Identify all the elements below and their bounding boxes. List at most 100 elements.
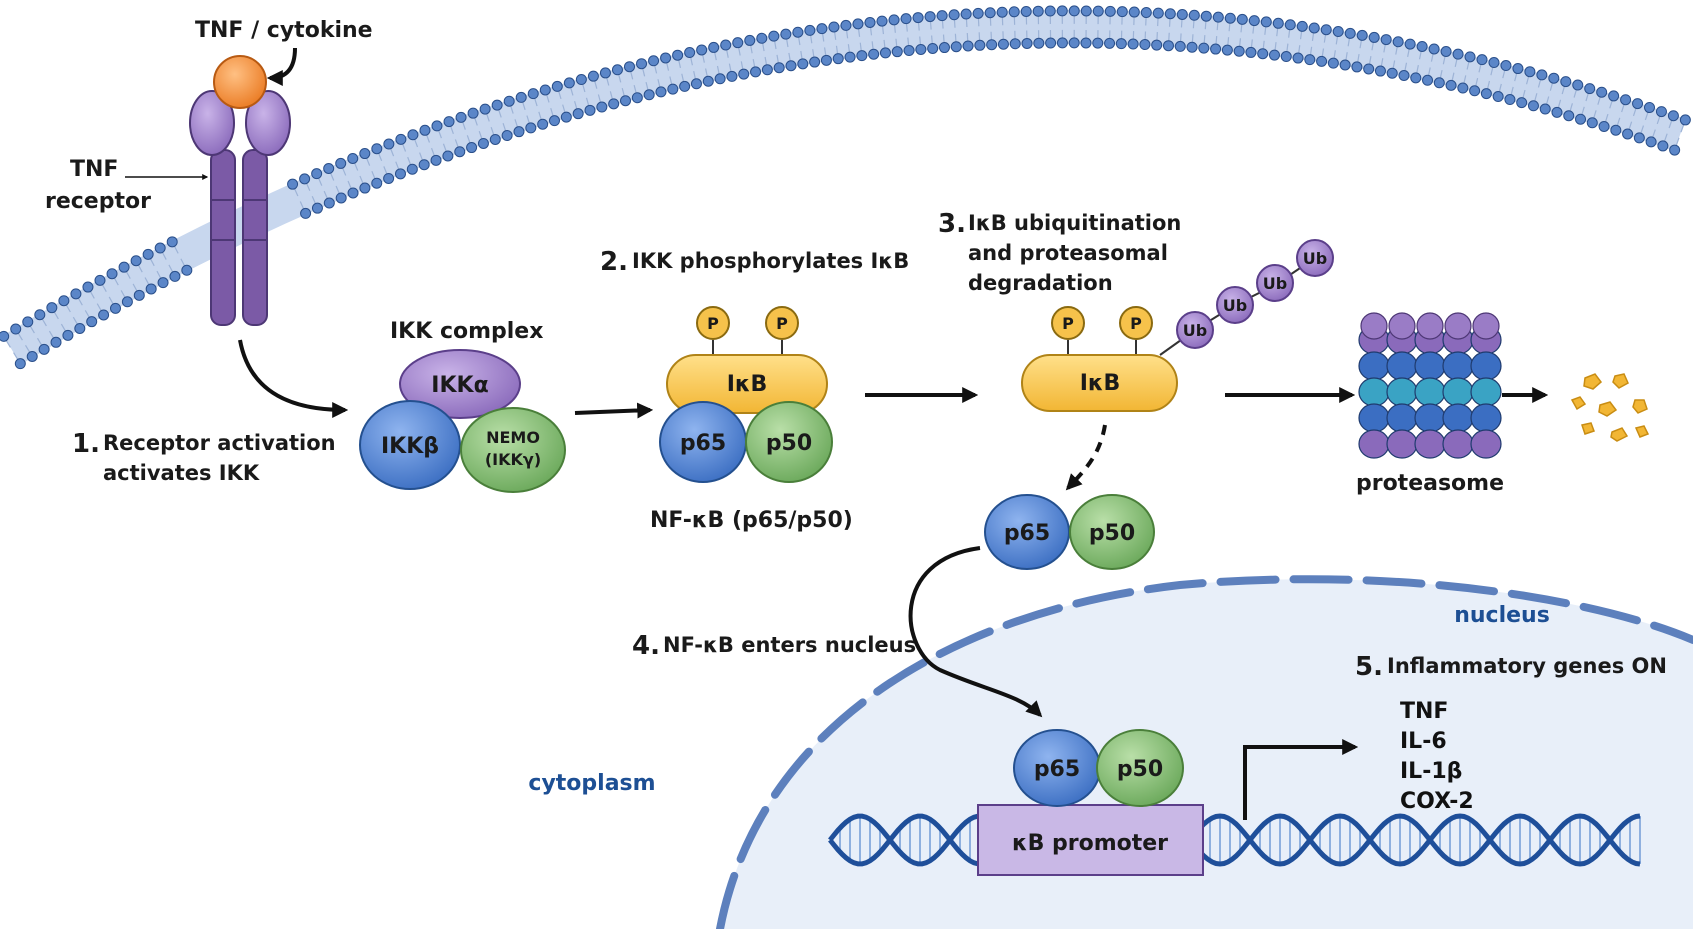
- lipid-head: [611, 64, 623, 76]
- lipid-head: [466, 142, 478, 154]
- lipid-head: [1416, 40, 1428, 52]
- lipid-head: [876, 15, 888, 27]
- lipid-head: [1480, 88, 1492, 100]
- svg-text:p65: p65: [1004, 521, 1050, 546]
- svg-text:p50: p50: [1117, 757, 1163, 782]
- svg-text:Ub: Ub: [1183, 321, 1207, 340]
- lipid-head: [359, 182, 371, 194]
- lipid-head: [501, 130, 513, 142]
- lipid-head: [287, 178, 299, 190]
- lipid-head: [1257, 48, 1269, 60]
- svg-text:p65: p65: [1034, 757, 1080, 782]
- lipid-head: [371, 177, 383, 189]
- lipid-head: [431, 120, 443, 132]
- lipid-head: [62, 329, 74, 341]
- lipid-head: [1308, 22, 1320, 34]
- lipid-head: [679, 80, 691, 92]
- lipid-head: [1200, 10, 1212, 22]
- lipid-head: [98, 309, 110, 321]
- lipid-head: [1524, 66, 1536, 78]
- lipid-head: [527, 88, 539, 100]
- lipid-head: [166, 236, 178, 248]
- ikb-label-1: IκB: [727, 372, 768, 397]
- proteasome: [1358, 312, 1502, 459]
- lipid-head: [1080, 37, 1092, 49]
- gene-tnf: TNF: [1400, 699, 1448, 724]
- lipid-head: [418, 159, 430, 171]
- lipid-head: [26, 350, 38, 362]
- svg-text:Ub: Ub: [1263, 274, 1287, 293]
- ikk-complex-label: IKK complex: [390, 319, 543, 344]
- lipid-head: [383, 172, 395, 184]
- lipid-head: [1174, 40, 1186, 52]
- lipid-head: [323, 197, 335, 209]
- ub-2: [1216, 286, 1254, 324]
- lipid-head: [1045, 37, 1057, 49]
- lipid-head: [1152, 7, 1164, 19]
- lipid-head: [844, 51, 856, 63]
- lipid-head: [145, 283, 157, 295]
- lipid-head: [596, 101, 608, 113]
- lipid-head: [840, 19, 852, 31]
- lipid-head: [1139, 39, 1151, 51]
- lipid-head: [1260, 16, 1272, 28]
- lipid-head: [1221, 44, 1233, 56]
- lipid-head: [797, 58, 809, 70]
- proteasome-subunit: [1442, 351, 1474, 381]
- lipid-head: [738, 68, 750, 80]
- lipid-head: [792, 26, 804, 38]
- lipid-head: [1104, 37, 1116, 49]
- lipid-head: [82, 281, 94, 293]
- lipid-head: [1151, 39, 1163, 51]
- lipid-head: [643, 89, 655, 101]
- lipid-head: [407, 129, 419, 141]
- proteasome-subunit: [1414, 429, 1446, 459]
- lipid-head: [1632, 98, 1644, 110]
- lipid-head: [38, 343, 50, 355]
- lipid-head: [1596, 86, 1608, 98]
- lipid-head: [1056, 5, 1068, 17]
- phospho-4: [1119, 306, 1153, 340]
- lipid-head: [868, 48, 880, 60]
- lipid-head: [1657, 140, 1669, 152]
- step1-line2: activates IKK: [103, 461, 260, 485]
- lipid-head: [1327, 57, 1339, 69]
- step2-line1: IKK phosphorylates IκB: [632, 249, 909, 273]
- step3-line2: and proteasomal: [968, 241, 1168, 265]
- proteasome-subunit: [1442, 403, 1474, 433]
- lipid-head: [1527, 100, 1539, 112]
- ubiquitin-chain: Ub Ub Ub Ub: [1176, 239, 1334, 349]
- lipid-head: [891, 46, 903, 58]
- lipid-head: [984, 7, 996, 19]
- lipid-head: [820, 54, 832, 66]
- lipid-head: [864, 16, 876, 28]
- tnf-ligand: [213, 55, 267, 109]
- lipid-head: [924, 11, 936, 23]
- proteasome-label: proteasome: [1356, 471, 1504, 496]
- lipid-head: [852, 18, 864, 30]
- ub-4: [1296, 239, 1334, 277]
- lipid-head: [1633, 132, 1645, 144]
- ikk-beta: [359, 400, 461, 490]
- receptor-label-line1: TNF: [70, 157, 118, 182]
- p50-2: [1069, 494, 1155, 570]
- lipid-head: [513, 126, 525, 138]
- lipid-head: [1452, 48, 1464, 60]
- lipid-head: [816, 23, 828, 35]
- p50-3: [1096, 729, 1184, 807]
- proteasome-subunit: [1470, 429, 1502, 459]
- lipid-head: [714, 73, 726, 85]
- lipid-head: [1539, 103, 1551, 115]
- lipid-head: [1560, 76, 1572, 88]
- lipid-head: [1679, 114, 1691, 126]
- lipid-head: [1092, 37, 1104, 49]
- lipid-head: [548, 115, 560, 127]
- lipid-head: [371, 143, 383, 155]
- lipid-head: [1433, 77, 1445, 89]
- lipid-head: [809, 56, 821, 68]
- lipid-head: [169, 270, 181, 282]
- lipid-head: [1575, 113, 1587, 125]
- lipid-head: [394, 168, 406, 180]
- lipid-head: [539, 84, 551, 96]
- proteasome-subunit: [1386, 351, 1418, 381]
